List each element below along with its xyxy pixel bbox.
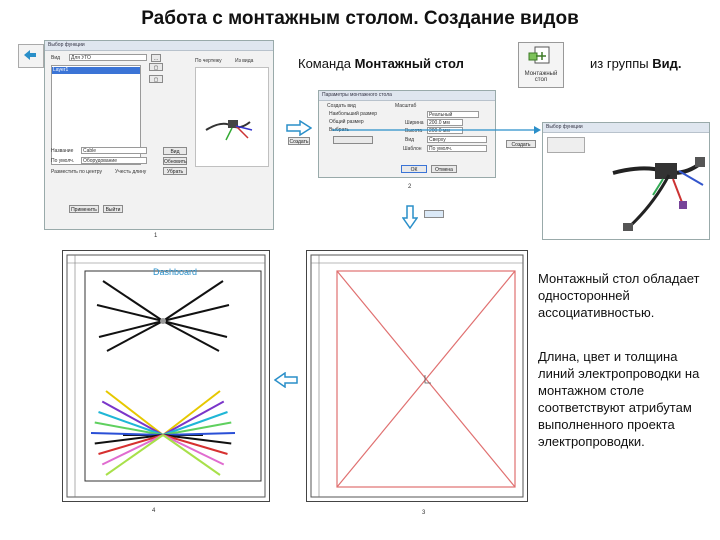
step2-number: 2: [408, 184, 412, 190]
slide-title: Работа с монтажным столом. Создание видо…: [141, 8, 579, 29]
step2-option-b[interactable]: Общий размер: [329, 119, 364, 125]
right-fan-wire: [162, 390, 221, 436]
command-caption: Команда Монтажный стол: [298, 56, 464, 71]
step4-heading: Dashboard: [153, 267, 198, 277]
step4-drawing: [66, 254, 266, 498]
step1-cancel-button[interactable]: Выйти: [103, 205, 123, 213]
step3-harness-graphic: [612, 157, 705, 231]
step3-toolbar[interactable]: [547, 137, 585, 153]
command-name: Монтажный стол: [354, 56, 464, 71]
left-fan-wire: [105, 434, 164, 476]
step1-ref-label: По умолч.: [51, 158, 75, 164]
right-wire-fan: [162, 390, 236, 476]
step2-field-b[interactable]: 200.0 мм: [427, 119, 463, 126]
step1-name-field[interactable]: Cable: [81, 147, 147, 154]
back-arrow-icon: [24, 50, 36, 60]
left-fan-wire: [101, 434, 164, 466]
connector-line: [332, 126, 541, 134]
description-para-2: Длина, цвет и толщина линий электропрово…: [538, 349, 700, 449]
step1-option-a[interactable]: По чертежу: [195, 58, 222, 64]
step2-field-d-label: Вид: [405, 137, 415, 143]
left-wire-fan: [90, 390, 164, 476]
step1-side-b[interactable]: ▢: [149, 75, 163, 83]
step3-number: 3: [422, 510, 426, 516]
command-prefix: Команда: [298, 56, 355, 71]
right-fan-wire: [162, 421, 232, 436]
command-group-caption: из группы Вид.: [590, 56, 681, 71]
step1-side-a[interactable]: ▢: [149, 63, 163, 71]
step1-browse-button[interactable]: …: [151, 54, 161, 62]
step2-next-button[interactable]: [424, 210, 444, 218]
step1-window-title: Выбор функции: [45, 41, 273, 51]
arrow-left: [274, 372, 298, 388]
left-fan-wire: [105, 390, 164, 436]
step1-preview-graphic: [205, 120, 253, 141]
step2-field-c-label: Высота: [405, 128, 423, 134]
step2-dialog-title: Параметры монтажного стола: [319, 91, 495, 101]
table-view-icon-label: Монтажный стол: [524, 71, 558, 83]
left-fan-wire: [98, 411, 164, 436]
right-fan-wire: [162, 434, 221, 476]
right-fan-wire: [162, 434, 228, 455]
step2-cancel-button[interactable]: Отмена: [431, 165, 457, 173]
step1-check-a[interactable]: Разместить по центру: [51, 169, 103, 175]
step1-side-btn-c[interactable]: Убрать: [163, 167, 187, 175]
step1-field1-label: Вид: [51, 55, 61, 61]
step1-number: 1: [154, 233, 158, 239]
step2-field-e-label: Шаблон: [403, 146, 422, 152]
step1-field1[interactable]: Для УГО: [69, 54, 147, 61]
step2-field-a-label: Масштаб: [395, 103, 417, 109]
step2-ok-button[interactable]: ОК: [401, 165, 427, 173]
left-fan-wire: [94, 421, 164, 436]
step4-number: 4: [152, 508, 156, 514]
description-para-1: Монтажный стол обладает односторонней ас…: [538, 271, 700, 320]
step1-check-b[interactable]: Учесть длину: [115, 169, 147, 175]
table-view-icon[interactable]: Монтажный стол: [518, 42, 564, 88]
step1-list-item[interactable]: Layer1: [52, 67, 140, 74]
left-fan-wire: [90, 432, 164, 436]
step3-sheet-drawing: [310, 254, 524, 498]
right-fan-wire: [162, 400, 225, 436]
arrow-right-1: [286, 120, 312, 136]
step2-create-button[interactable]: Создать: [288, 137, 310, 145]
table-view-icon-graphic: [528, 46, 550, 64]
step1-side-btn-b[interactable]: Обновить: [163, 157, 187, 165]
step2-field-b-label: Ширина: [405, 120, 424, 126]
right-fan-wire: [162, 434, 225, 466]
left-fan-wire: [94, 434, 164, 445]
step2-group-title: Создать вид: [327, 103, 356, 109]
step1-option-b[interactable]: Из вида: [235, 58, 254, 64]
step1-name-label: Название: [51, 148, 74, 154]
step3-window-title: Выбор функции: [543, 123, 709, 133]
left-fan-wire: [101, 400, 164, 436]
step1-preview: [195, 67, 269, 167]
step2-field-e[interactable]: По умолч.: [427, 145, 487, 152]
right-fan-wire: [162, 411, 228, 436]
right-fan-wire: [162, 432, 236, 436]
step2-field-d[interactable]: Сверху: [427, 136, 487, 143]
step3-window: Выбор функции: [542, 122, 710, 240]
step2-option-a[interactable]: Наибольший размер: [329, 111, 378, 117]
step2-dialog: Параметры монтажного стола Создать вид Н…: [318, 90, 496, 178]
step1-side-icon[interactable]: [18, 44, 44, 68]
step1-side-btn-a[interactable]: Вид: [163, 147, 187, 155]
step1-ref-field[interactable]: Оборудование: [81, 157, 147, 164]
step3-sheet: [306, 250, 528, 502]
step3-create-button[interactable]: Создать: [506, 140, 536, 148]
step1-ok-button[interactable]: Применить: [69, 205, 99, 213]
step2-pick-button[interactable]: [333, 136, 373, 144]
group-prefix: из группы: [590, 56, 653, 71]
step2-field-a[interactable]: Реальный: [427, 111, 479, 118]
step1-window: Выбор функции Вид Для УГО … По чертежу И…: [44, 40, 274, 230]
right-fan-wire: [162, 434, 232, 445]
group-name: Вид.: [652, 56, 682, 71]
step4-sheet: Dashboard: [62, 250, 270, 502]
arrow-down: [402, 205, 418, 229]
left-fan-wire: [98, 434, 164, 455]
